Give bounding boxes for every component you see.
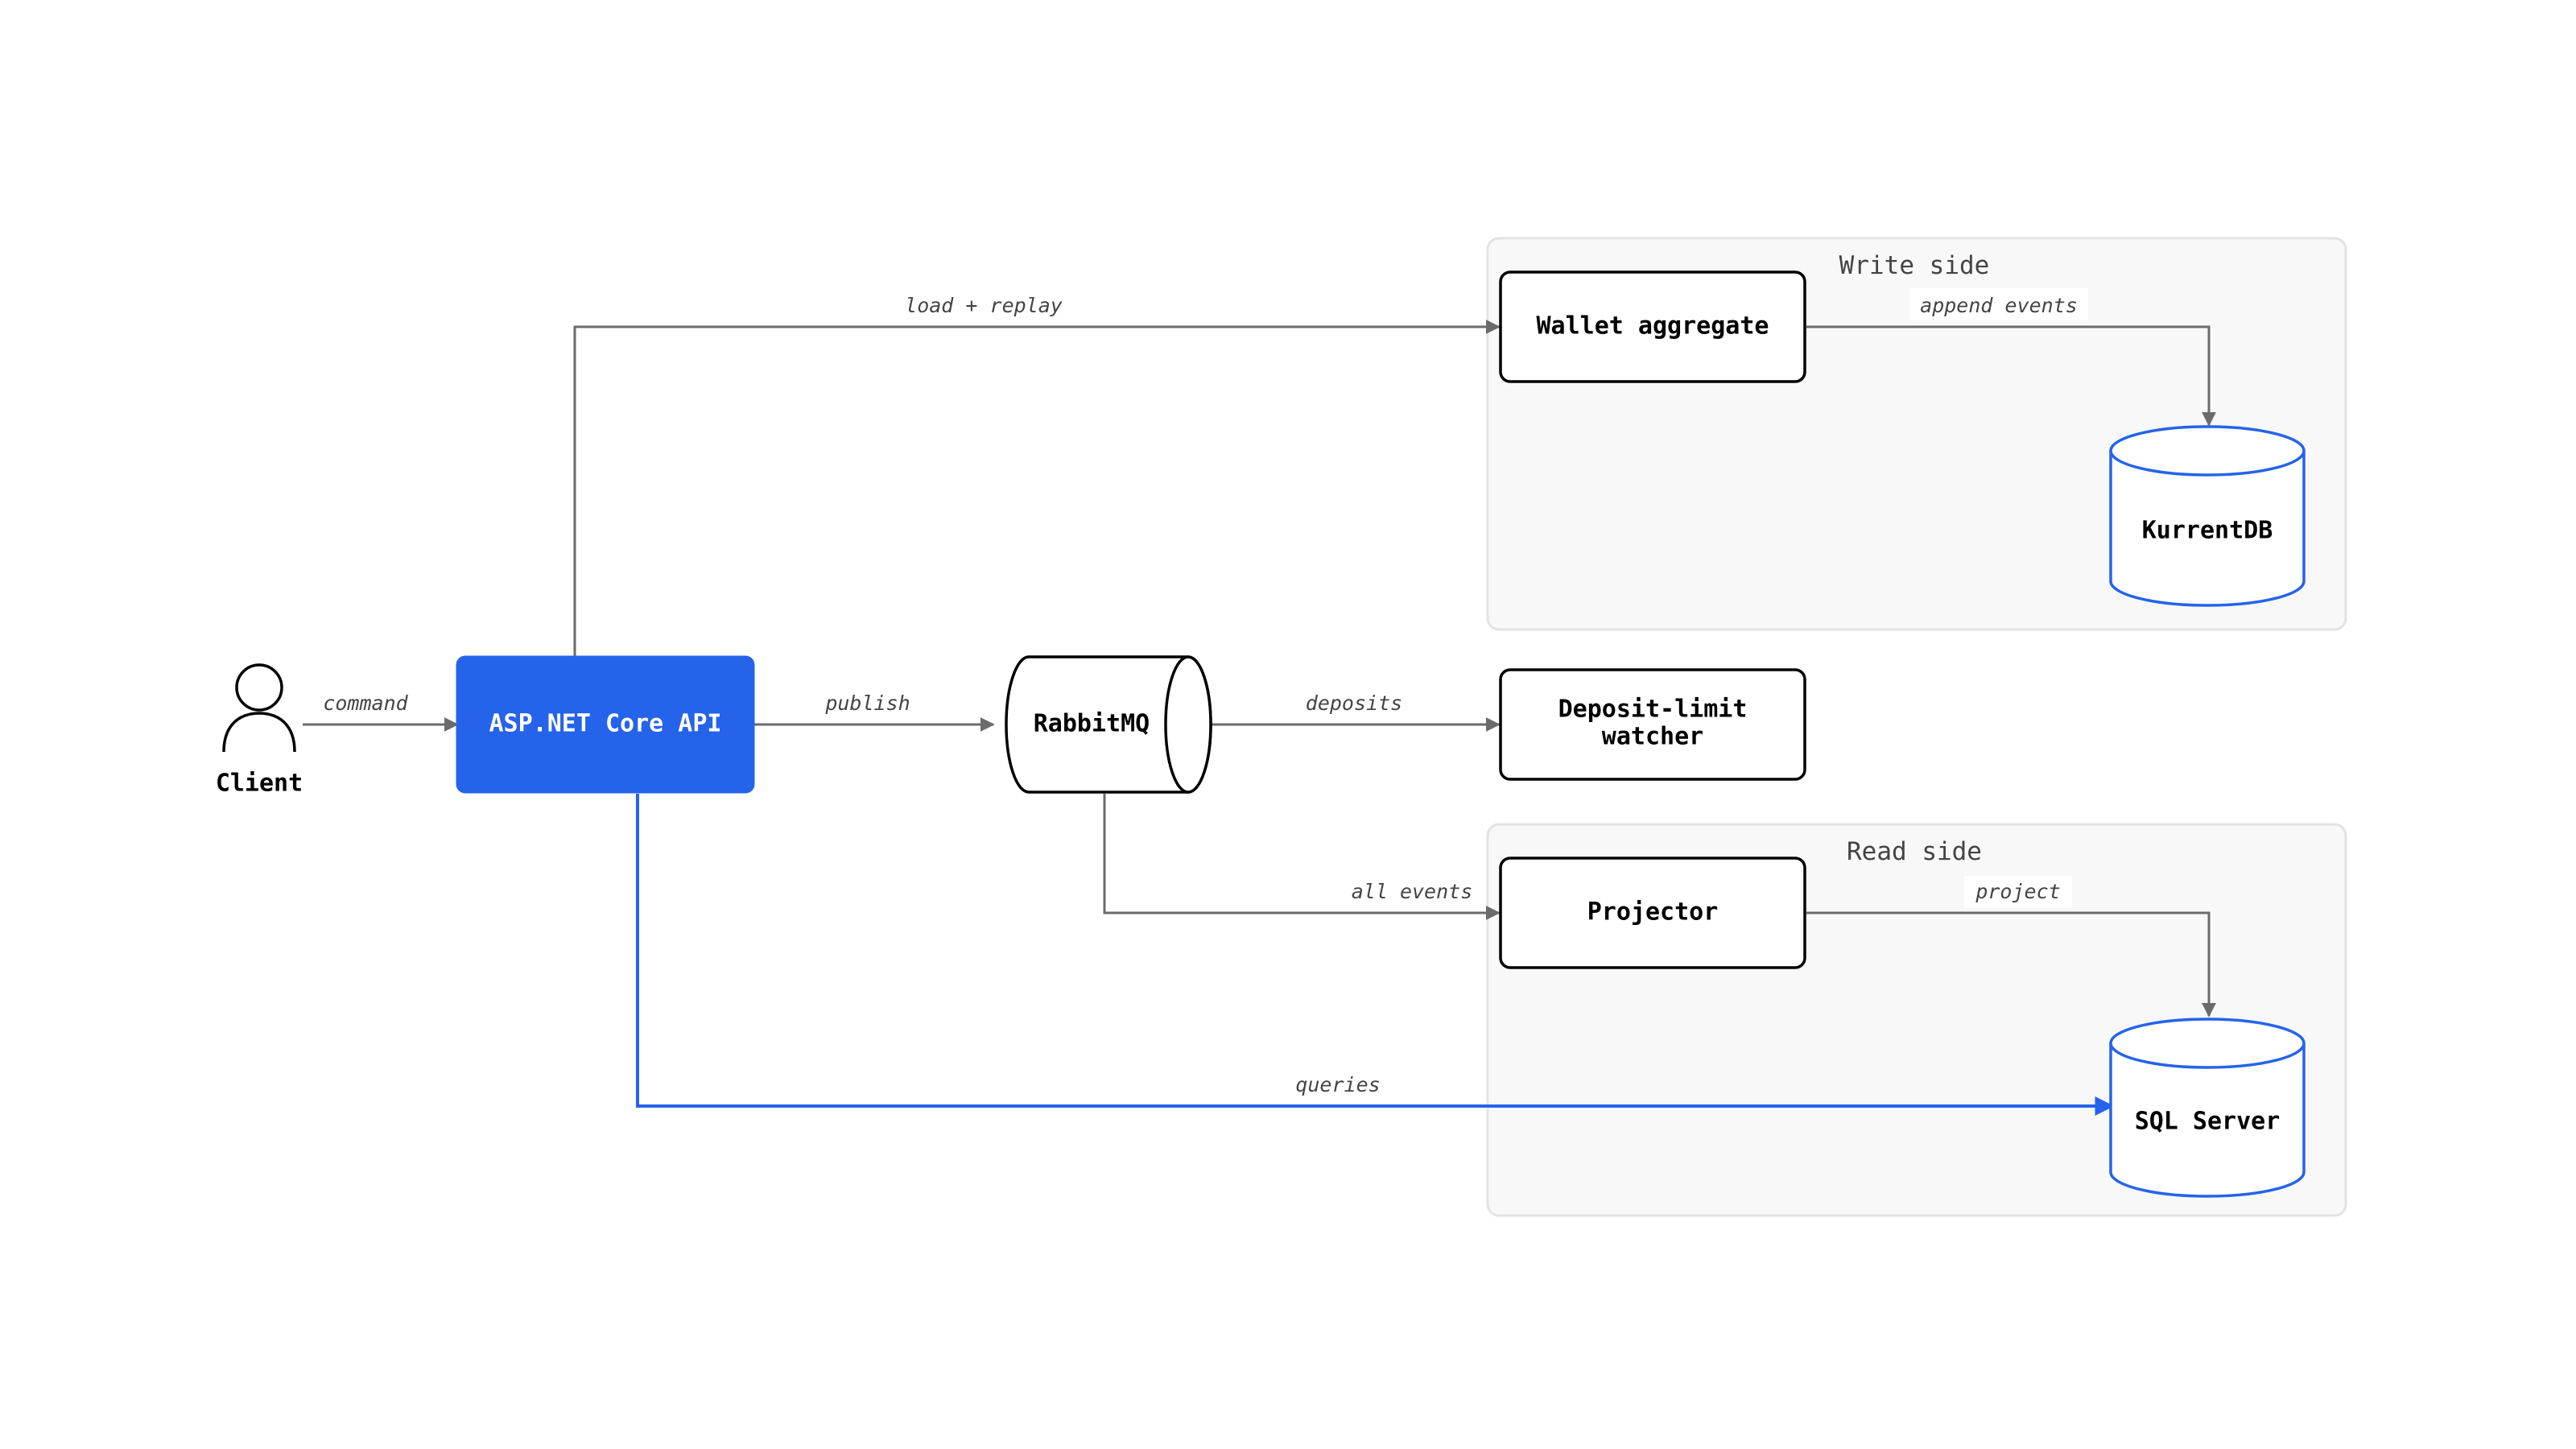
edge-label-queries: queries — [1295, 1073, 1380, 1096]
wallet-aggregate-node[interactable]: Wallet aggregate — [1499, 270, 1806, 383]
api-label: ASP.NET Core API — [489, 710, 722, 738]
edge-publish: publish — [753, 691, 995, 732]
api-node[interactable]: ASP.NET Core API — [456, 655, 755, 794]
edge-project: project — [1806, 876, 2216, 1018]
client-label: Client — [216, 770, 303, 798]
edge-queries: queries — [636, 794, 2115, 1116]
projector-node[interactable]: Projector — [1499, 857, 1806, 969]
edge-label-all-events: all events — [1352, 880, 1473, 903]
edge-append-events: append events — [1806, 288, 2216, 427]
deposit-limit-watcher-node[interactable]: Deposit-limit watcher — [1499, 668, 1806, 781]
kurrentdb-node[interactable]: KurrentDB — [2109, 425, 2306, 607]
edge-all-events: all events — [1103, 794, 1501, 920]
person-icon — [222, 663, 296, 753]
wallet-aggregate-label: Wallet aggregate — [1537, 312, 1769, 341]
edge-load-replay: load + replay — [573, 294, 1501, 657]
sql-server-label: SQL Server — [2135, 1108, 2281, 1136]
deposit-limit-watcher-label-line1: Deposit-limit — [1558, 696, 1748, 724]
client-node[interactable]: Client — [216, 663, 303, 798]
projector-label: Projector — [1587, 898, 1719, 927]
edge-label-project: project — [1975, 880, 2060, 903]
edge-label-publish: publish — [824, 691, 910, 715]
read-side-label: Read side — [1847, 837, 1982, 866]
edge-deposits: deposits — [1211, 691, 1501, 732]
rabbitmq-node[interactable]: RabbitMQ — [1005, 655, 1212, 794]
edge-label-append-events: append events — [1920, 294, 2078, 317]
kurrentdb-label: KurrentDB — [2142, 517, 2273, 545]
edge-label-command: command — [323, 691, 408, 715]
deposit-limit-watcher-label-line2: watcher — [1602, 723, 1703, 751]
edge-command: command — [303, 691, 459, 732]
edge-label-deposits: deposits — [1306, 691, 1402, 715]
sql-server-node[interactable]: SQL Server — [2109, 1018, 2306, 1198]
rabbitmq-label: RabbitMQ — [1034, 710, 1150, 738]
edge-label-load-replay: load + replay — [905, 294, 1063, 317]
write-side-label: Write side — [1839, 251, 1990, 280]
